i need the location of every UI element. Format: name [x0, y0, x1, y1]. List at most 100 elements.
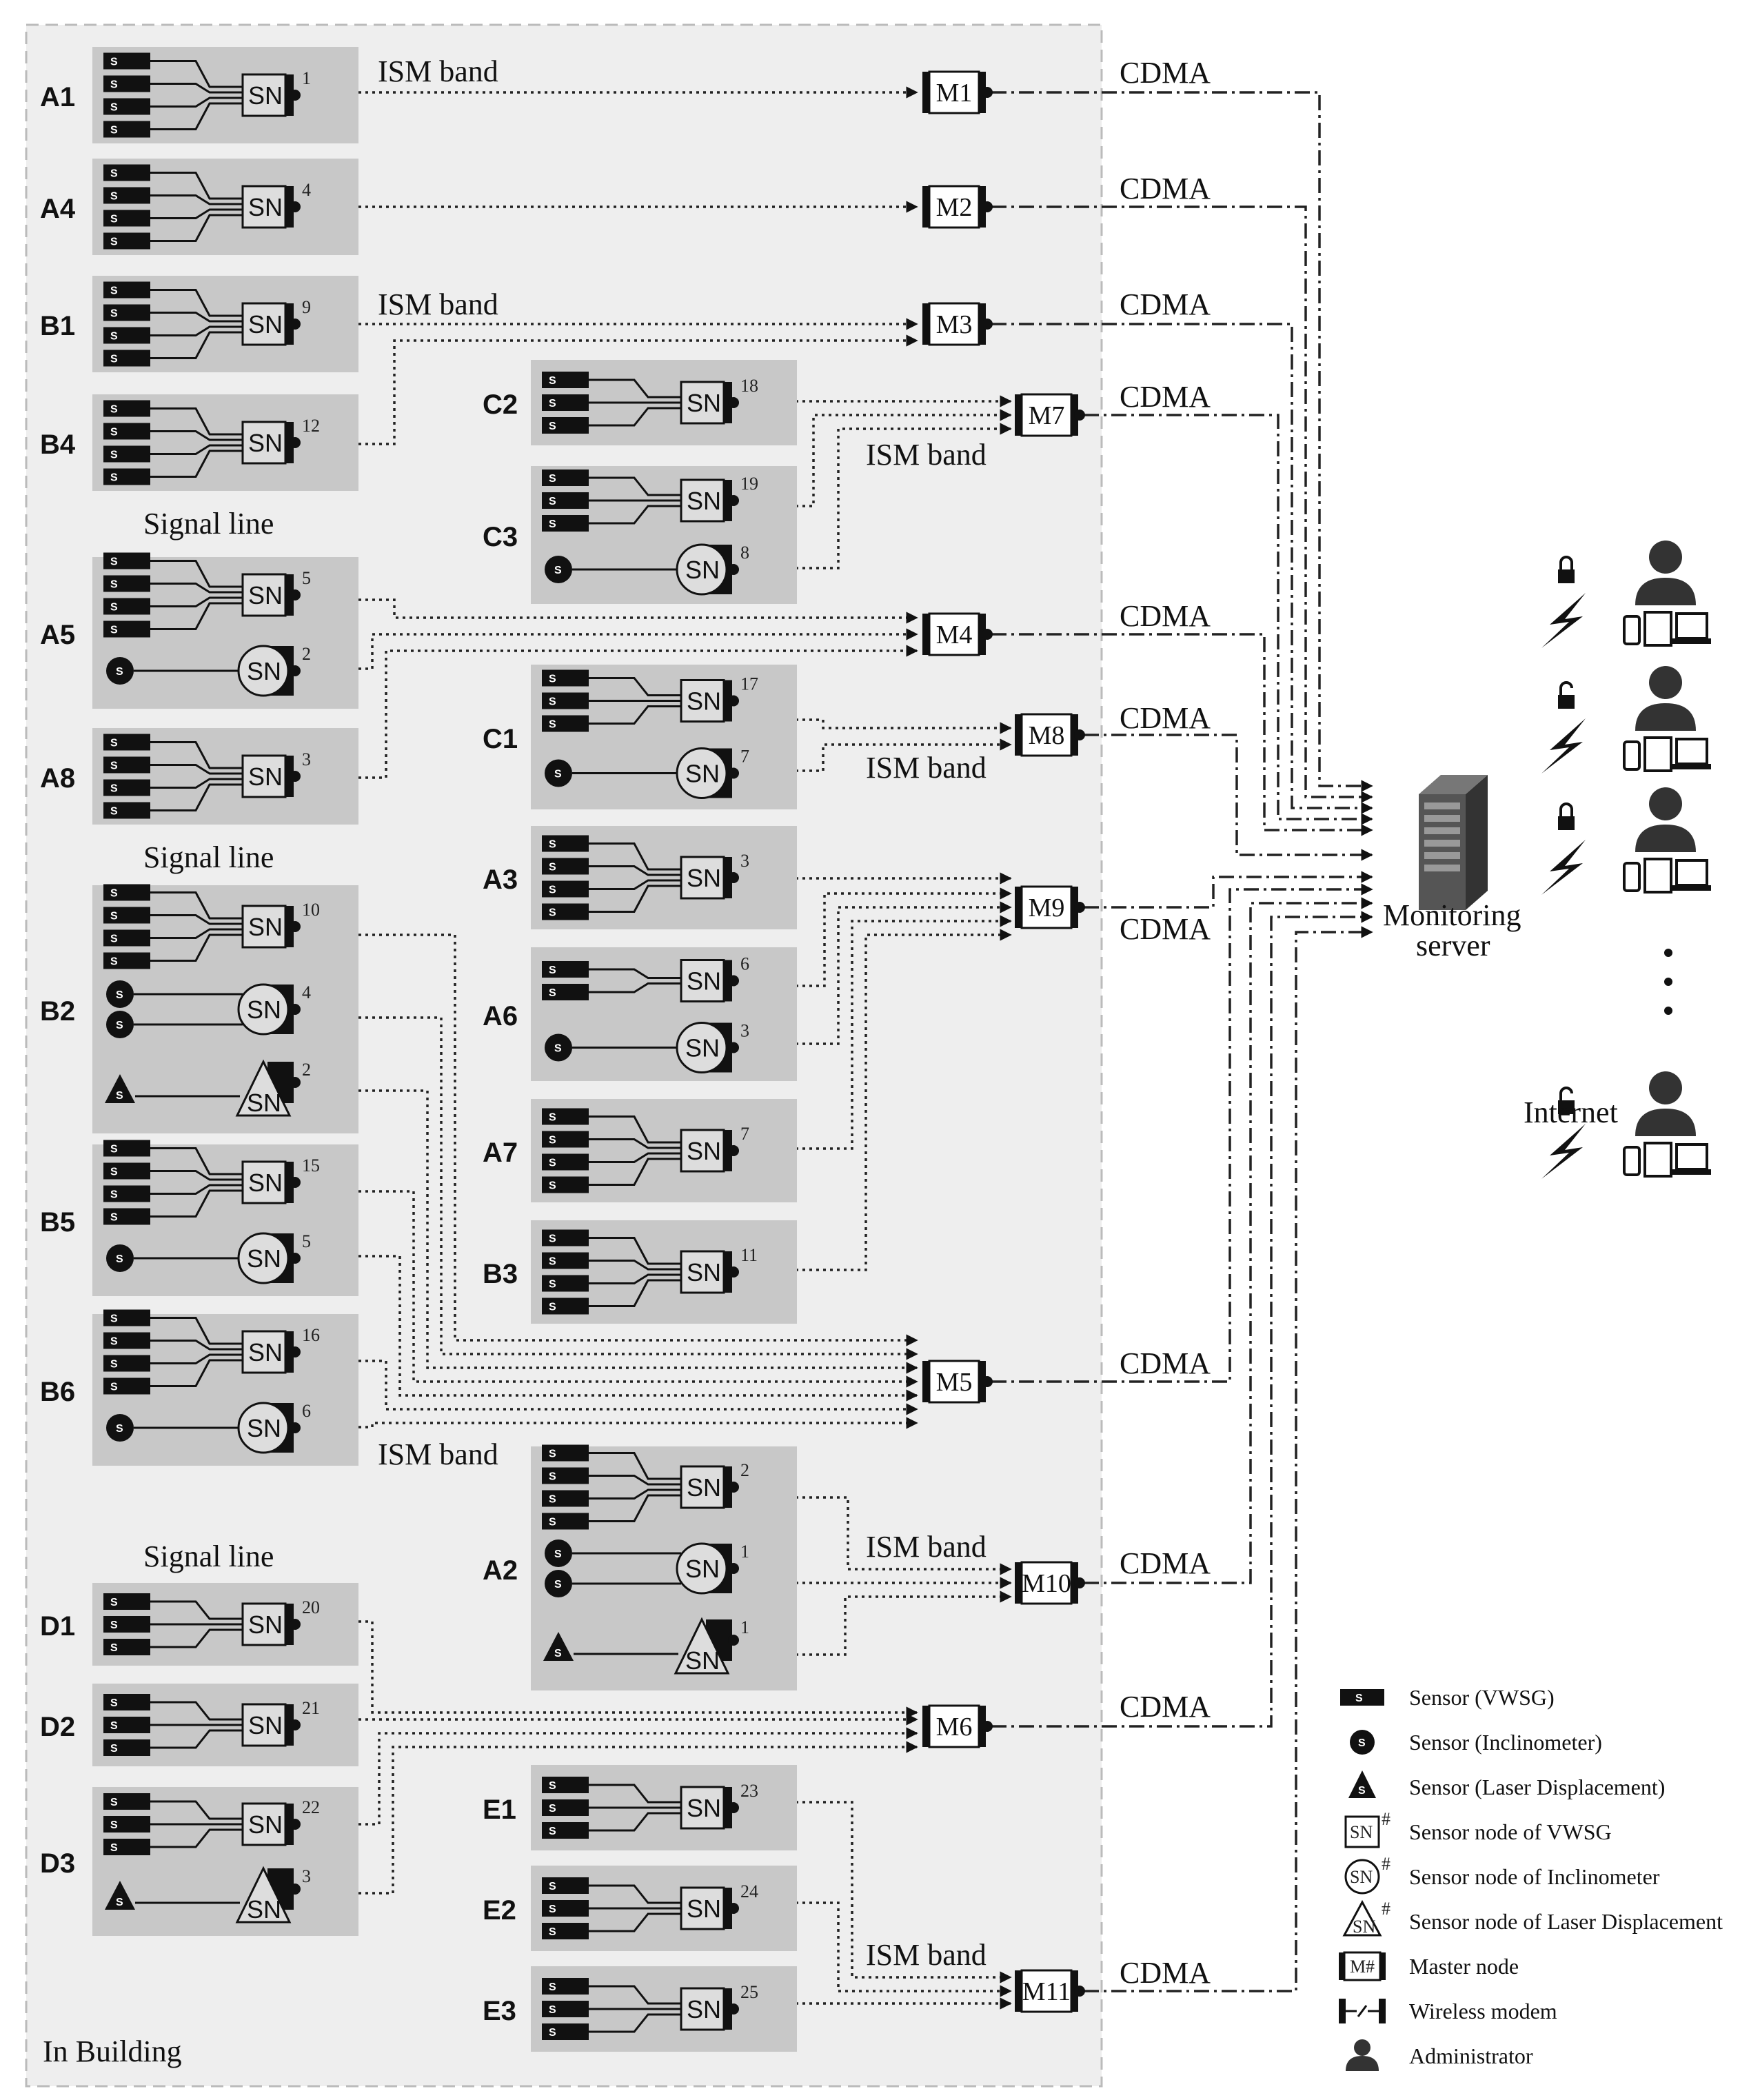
- vwsg-sensor: [103, 52, 150, 70]
- administrator-icon: [1649, 541, 1682, 574]
- vwsg-sensor: [103, 1309, 150, 1326]
- vwsg-sensor: [103, 304, 150, 321]
- laptop-base: [1672, 638, 1711, 644]
- vwsg-sensor: [103, 468, 150, 485]
- modem-port-icon: [728, 1266, 739, 1278]
- master-label: M6: [936, 1713, 973, 1741]
- sn-triangle-icon: [1342, 1899, 1382, 1937]
- master-node-m5: M5: [922, 1360, 993, 1404]
- sensor-letter: S: [116, 1253, 123, 1265]
- node-number: 8: [740, 543, 749, 563]
- signal-line: [150, 60, 243, 88]
- sn-label: SN: [248, 193, 283, 221]
- laptop-icon: [1675, 859, 1708, 887]
- sensor-letter: S: [549, 1279, 556, 1291]
- ism-band-label: ISM band: [866, 1530, 987, 1564]
- lock-icon: [1558, 569, 1575, 583]
- sn-triangle-icon: [235, 1866, 292, 1924]
- sensor-letter: S: [554, 1648, 562, 1659]
- modem-port-icon: [290, 665, 301, 676]
- sensor-letter: S: [110, 191, 118, 203]
- vwsg-sensor: [103, 121, 150, 138]
- sensor-letter: S: [110, 1167, 118, 1178]
- administrator-group: [1541, 541, 1711, 648]
- vwsg-sensor: [103, 1816, 150, 1833]
- group-label: C1: [483, 724, 518, 754]
- signal-line: [589, 968, 681, 979]
- vwsg-sensor: [542, 1131, 589, 1148]
- cdma-label: CDMA: [1120, 599, 1211, 633]
- wireless-link-icon: [1541, 718, 1586, 774]
- sensor-letter: S: [116, 989, 123, 1001]
- sensor-letter: S: [549, 885, 556, 896]
- sensor-letter: S: [110, 1642, 118, 1654]
- signal-line: [150, 172, 243, 200]
- sensor-letter: S: [110, 1359, 118, 1371]
- sensor-letter: S: [549, 1112, 556, 1124]
- group-label: B3: [483, 1259, 518, 1289]
- vwsg-sensor: [103, 1355, 150, 1372]
- node-number: 25: [740, 1982, 758, 2002]
- sensor-letter: S: [110, 1313, 118, 1325]
- signal-line: [589, 982, 681, 993]
- vwsg-sensor: [103, 1793, 150, 1810]
- modem-port-icon: [290, 1719, 301, 1730]
- vwsg-sensor: [542, 1444, 589, 1462]
- sensor-letter: S: [549, 375, 556, 387]
- signal-line: [589, 1488, 681, 1500]
- node-number: 3: [302, 1866, 311, 1886]
- legend-item: Wireless modem: [1339, 1999, 1557, 2023]
- sensor-letter: S: [549, 1881, 556, 1892]
- sn-circle-icon: [676, 1542, 728, 1595]
- signal-line: [150, 325, 243, 336]
- inclinometer-sensor: [106, 1011, 134, 1038]
- sensor-letter: S: [110, 354, 118, 365]
- vwsg-sensor: [542, 1275, 589, 1292]
- laser-sensor: [543, 1632, 574, 1661]
- vwsg-sensor: [103, 1593, 150, 1610]
- sensor-letter: S: [554, 565, 562, 576]
- internet-users: [1541, 541, 1711, 1179]
- vwsg-sensor: [103, 1839, 150, 1855]
- sn-label: SN: [247, 1895, 281, 1924]
- sn-box-icon: [680, 1129, 725, 1173]
- vwsg-sensor: [103, 1694, 150, 1710]
- vwsg-sensor: [542, 1153, 589, 1171]
- vwsg-sensor: [542, 984, 589, 1000]
- modem-port-icon: [982, 1721, 993, 1732]
- modem-port-icon: [290, 1422, 301, 1433]
- vwsg-sensor: [542, 692, 589, 709]
- sensor-letter: S: [110, 1743, 118, 1755]
- signal-line: [150, 783, 243, 811]
- modem-port-icon: [290, 921, 301, 932]
- sn-circle-icon: [676, 747, 728, 799]
- vwsg-sensor: [542, 372, 589, 388]
- lock-shackle: [1559, 556, 1573, 569]
- vwsg-sensor: [542, 394, 589, 411]
- modem-port-icon: [728, 1482, 739, 1493]
- signal-line: [150, 1828, 243, 1848]
- signal-line: [150, 430, 243, 441]
- sn-box-icon: [241, 1602, 287, 1646]
- modem-port-icon: [728, 872, 739, 883]
- group-label: A3: [483, 865, 518, 895]
- administrator-icon: [1649, 666, 1682, 699]
- group-label: D3: [40, 1848, 75, 1879]
- vwsg-sensor: [103, 552, 150, 569]
- sn-label: SN: [247, 996, 281, 1024]
- vwsg-sensor: [103, 210, 150, 227]
- cdma-label: CDMA: [1120, 912, 1211, 946]
- signal-line: [589, 885, 681, 913]
- sensor-letter: S: [549, 1904, 556, 1915]
- inclinometer-sensor: [545, 556, 572, 583]
- sn-circle-icon: [676, 543, 728, 596]
- legend-item: M#Master node: [1339, 1951, 1519, 1981]
- sn-label: SN: [687, 487, 721, 515]
- node-number: 6: [302, 1401, 311, 1421]
- sensor-letter: S: [110, 556, 118, 568]
- sn-box-icon: [680, 1987, 725, 2031]
